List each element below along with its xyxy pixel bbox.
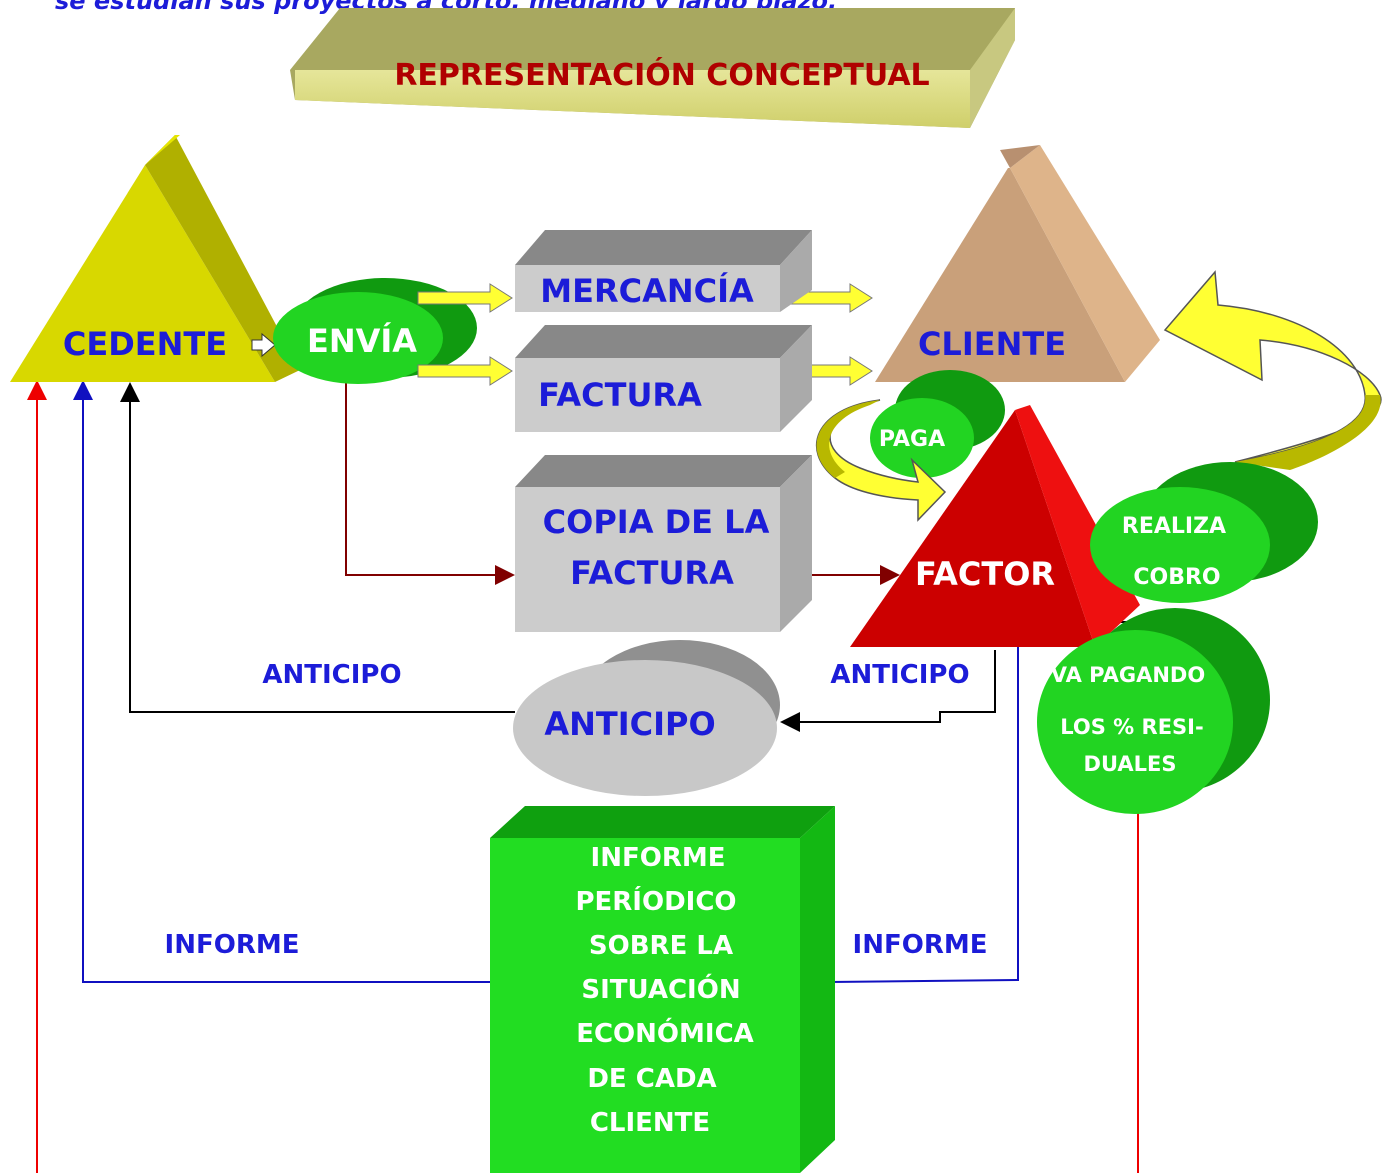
arrow-to-mercancia-icon xyxy=(417,283,513,313)
anticipo-right-label: ANTICIPO xyxy=(830,660,969,690)
realiza-label-2: COBRO xyxy=(1133,565,1220,590)
report-line-3: SOBRE LA xyxy=(589,931,733,961)
cliente-label: CLIENTE xyxy=(918,325,1066,363)
paga-ellipse: PAGA xyxy=(870,370,1005,478)
cedente-pyramid: CEDENTE xyxy=(10,135,300,382)
informe-right-label: INFORME xyxy=(853,930,988,960)
anticipo-cedente-line xyxy=(120,382,515,713)
informe-cedente-line xyxy=(73,380,490,983)
anticipo-box-label: ANTICIPO xyxy=(544,705,715,743)
copia-label-2: FACTURA xyxy=(570,554,734,592)
cliente-pyramid: CLIENTE xyxy=(875,145,1160,382)
va-pagando-label-1: VA PAGANDO xyxy=(1051,663,1205,687)
copia-factura-box: COPIA DE LA FACTURA xyxy=(515,455,812,632)
copia-label-1: COPIA DE LA xyxy=(543,503,770,541)
factor-label: FACTOR xyxy=(915,555,1055,593)
factura-label: FACTURA xyxy=(538,376,702,414)
va-pagando-label-3: DUALES xyxy=(1084,752,1177,776)
paga-curved-arrow-icon xyxy=(816,399,947,522)
mercancia-box: MERCANCÍA xyxy=(515,230,812,312)
copy-flow-line xyxy=(345,380,515,585)
anticipo-ellipse: ANTICIPO xyxy=(513,640,780,796)
va-pagando-ellipse: VA PAGANDO LOS % RESI- DUALES xyxy=(1037,608,1270,814)
cedente-arrow-icon xyxy=(251,332,276,358)
report-box: INFORME PERÍODICO SOBRE LA SITUACIÓN ECO… xyxy=(490,806,835,1173)
informe-left-label: INFORME xyxy=(165,930,300,960)
factor-pyramid: FACTOR xyxy=(850,405,1140,647)
realiza-cobro-ellipse: REALIZA COBRO xyxy=(1090,462,1318,603)
report-line-1: INFORME xyxy=(591,843,726,873)
banner-title: REPRESENTACIÓN CONCEPTUAL xyxy=(394,56,929,93)
arrow-to-factura-icon xyxy=(417,356,513,386)
report-line-2: PERÍODICO xyxy=(575,885,736,917)
envia-label: ENVÍA xyxy=(307,322,417,360)
report-line-6: DE CADA xyxy=(587,1064,716,1094)
report-line-5: ECONÓMICA xyxy=(576,1017,754,1049)
paga-label: PAGA xyxy=(879,427,945,452)
cedente-label: CEDENTE xyxy=(63,325,227,363)
anticipo-left-label: ANTICIPO xyxy=(262,660,401,690)
banner: REPRESENTACIÓN CONCEPTUAL xyxy=(290,8,1015,128)
report-line-7: CLIENTE xyxy=(590,1108,710,1138)
informe-factor-line xyxy=(829,640,1019,983)
va-pagando-label-2: LOS % RESI- xyxy=(1060,715,1203,739)
anticipo-factor-line xyxy=(780,650,996,732)
realiza-label-1: REALIZA xyxy=(1122,514,1226,539)
cobro-curved-arrow-icon xyxy=(1163,270,1382,470)
factura-box: FACTURA xyxy=(515,325,812,432)
report-line-4: SITUACIÓN xyxy=(581,973,740,1005)
mercancia-label: MERCANCÍA xyxy=(540,272,754,310)
